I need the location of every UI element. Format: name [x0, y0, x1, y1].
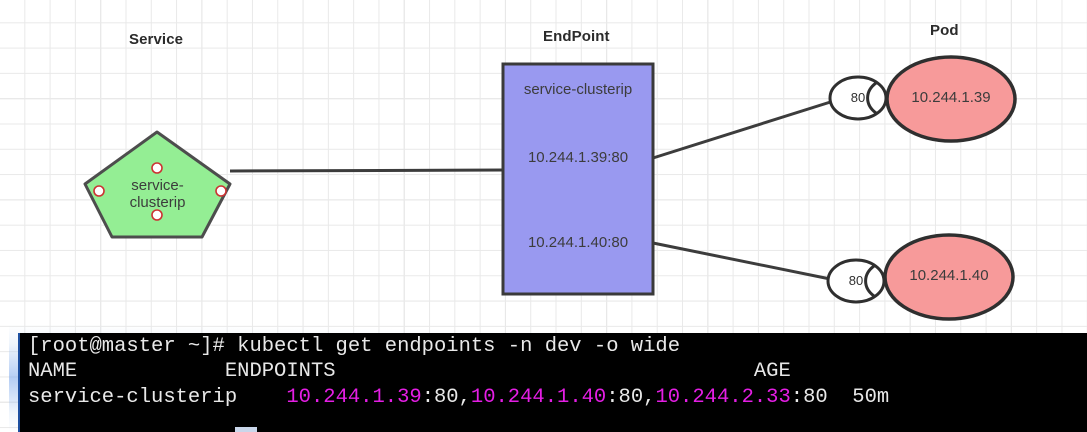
- endpoint-node-shape[interactable]: [501, 62, 655, 296]
- pod-2-ip-label: 10.244.1.40: [909, 267, 989, 284]
- pod-1-port-label: 80: [850, 90, 866, 105]
- service-node-label-line2: clusterip: [129, 194, 186, 211]
- edge-service-to-endpoint[interactable]: [229, 168, 505, 173]
- terminal-col-name: NAME: [28, 360, 78, 383]
- terminal-window[interactable]: [root@master ~]# kubectl get endpoints -…: [9, 324, 1087, 432]
- terminal-gap-1: [77, 360, 225, 383]
- group-title-service: Service: [129, 31, 184, 48]
- service-handle-right[interactable]: [215, 185, 227, 197]
- terminal-header-line: NAME ENDPOINTS AGE: [28, 361, 791, 383]
- terminal-row-age: 50m: [852, 386, 890, 409]
- service-handle-bottom[interactable]: [151, 209, 163, 221]
- pod-2-port-overlap-arc: [864, 264, 875, 298]
- terminal-gap-2: [336, 360, 754, 383]
- terminal-row-ip-3: 10.244.2.33: [655, 386, 791, 409]
- endpoint-row-2-label: 10.244.1.40:80: [527, 234, 629, 251]
- terminal-col-endpoints: ENDPOINTS: [224, 360, 336, 383]
- service-node-shape[interactable]: [83, 130, 232, 239]
- terminal-command-line: [root@master ~]# kubectl get endpoints -…: [28, 336, 680, 358]
- terminal-row-ip-1: 10.244.1.39: [286, 386, 422, 409]
- group-title-endpoint: EndPoint: [543, 28, 610, 45]
- terminal-row-name: service-clusterip: [28, 386, 238, 409]
- terminal-row-port-3: :80: [790, 386, 828, 409]
- pod-1-ip-label: 10.244.1.39: [911, 89, 991, 106]
- terminal-col-age: AGE: [753, 360, 791, 383]
- terminal-command: kubectl get endpoints -n dev -o wide: [237, 335, 681, 358]
- pod-1-shape[interactable]: [885, 55, 1017, 143]
- diagram-svg: [83, 55, 1017, 321]
- terminal-screen[interactable]: [root@master ~]# kubectl get endpoints -…: [18, 333, 1087, 432]
- endpoint-node-title: service-clusterip: [523, 81, 633, 98]
- terminal-gap-4: [828, 386, 853, 409]
- endpoint-row-1-label: 10.244.1.39:80: [527, 149, 629, 166]
- terminal-gap-3: [237, 386, 286, 409]
- service-node-label-line1: service-: [131, 177, 184, 194]
- terminal-row-line: service-clusterip 10.244.1.39:80,10.244.…: [28, 387, 889, 409]
- pod-2-port-label: 80: [848, 273, 864, 288]
- pod-1-port-overlap-arc: [866, 81, 877, 115]
- terminal-prompt: [root@master ~]#: [28, 335, 238, 358]
- service-handle-left[interactable]: [93, 185, 105, 197]
- group-title-pod: Pod: [930, 22, 959, 39]
- pod-2-shape[interactable]: [883, 233, 1015, 321]
- service-handle-top[interactable]: [151, 162, 163, 174]
- edge-endpoint1-to-pod1[interactable]: [652, 97, 841, 160]
- terminal-row-ip-2: 10.244.1.40: [470, 386, 607, 409]
- edge-endpoint2-to-pod2[interactable]: [652, 241, 841, 283]
- terminal-row-port-1: :80,: [421, 386, 471, 409]
- terminal-row-port-2: :80,: [606, 386, 656, 409]
- terminal-cursor: [235, 427, 257, 432]
